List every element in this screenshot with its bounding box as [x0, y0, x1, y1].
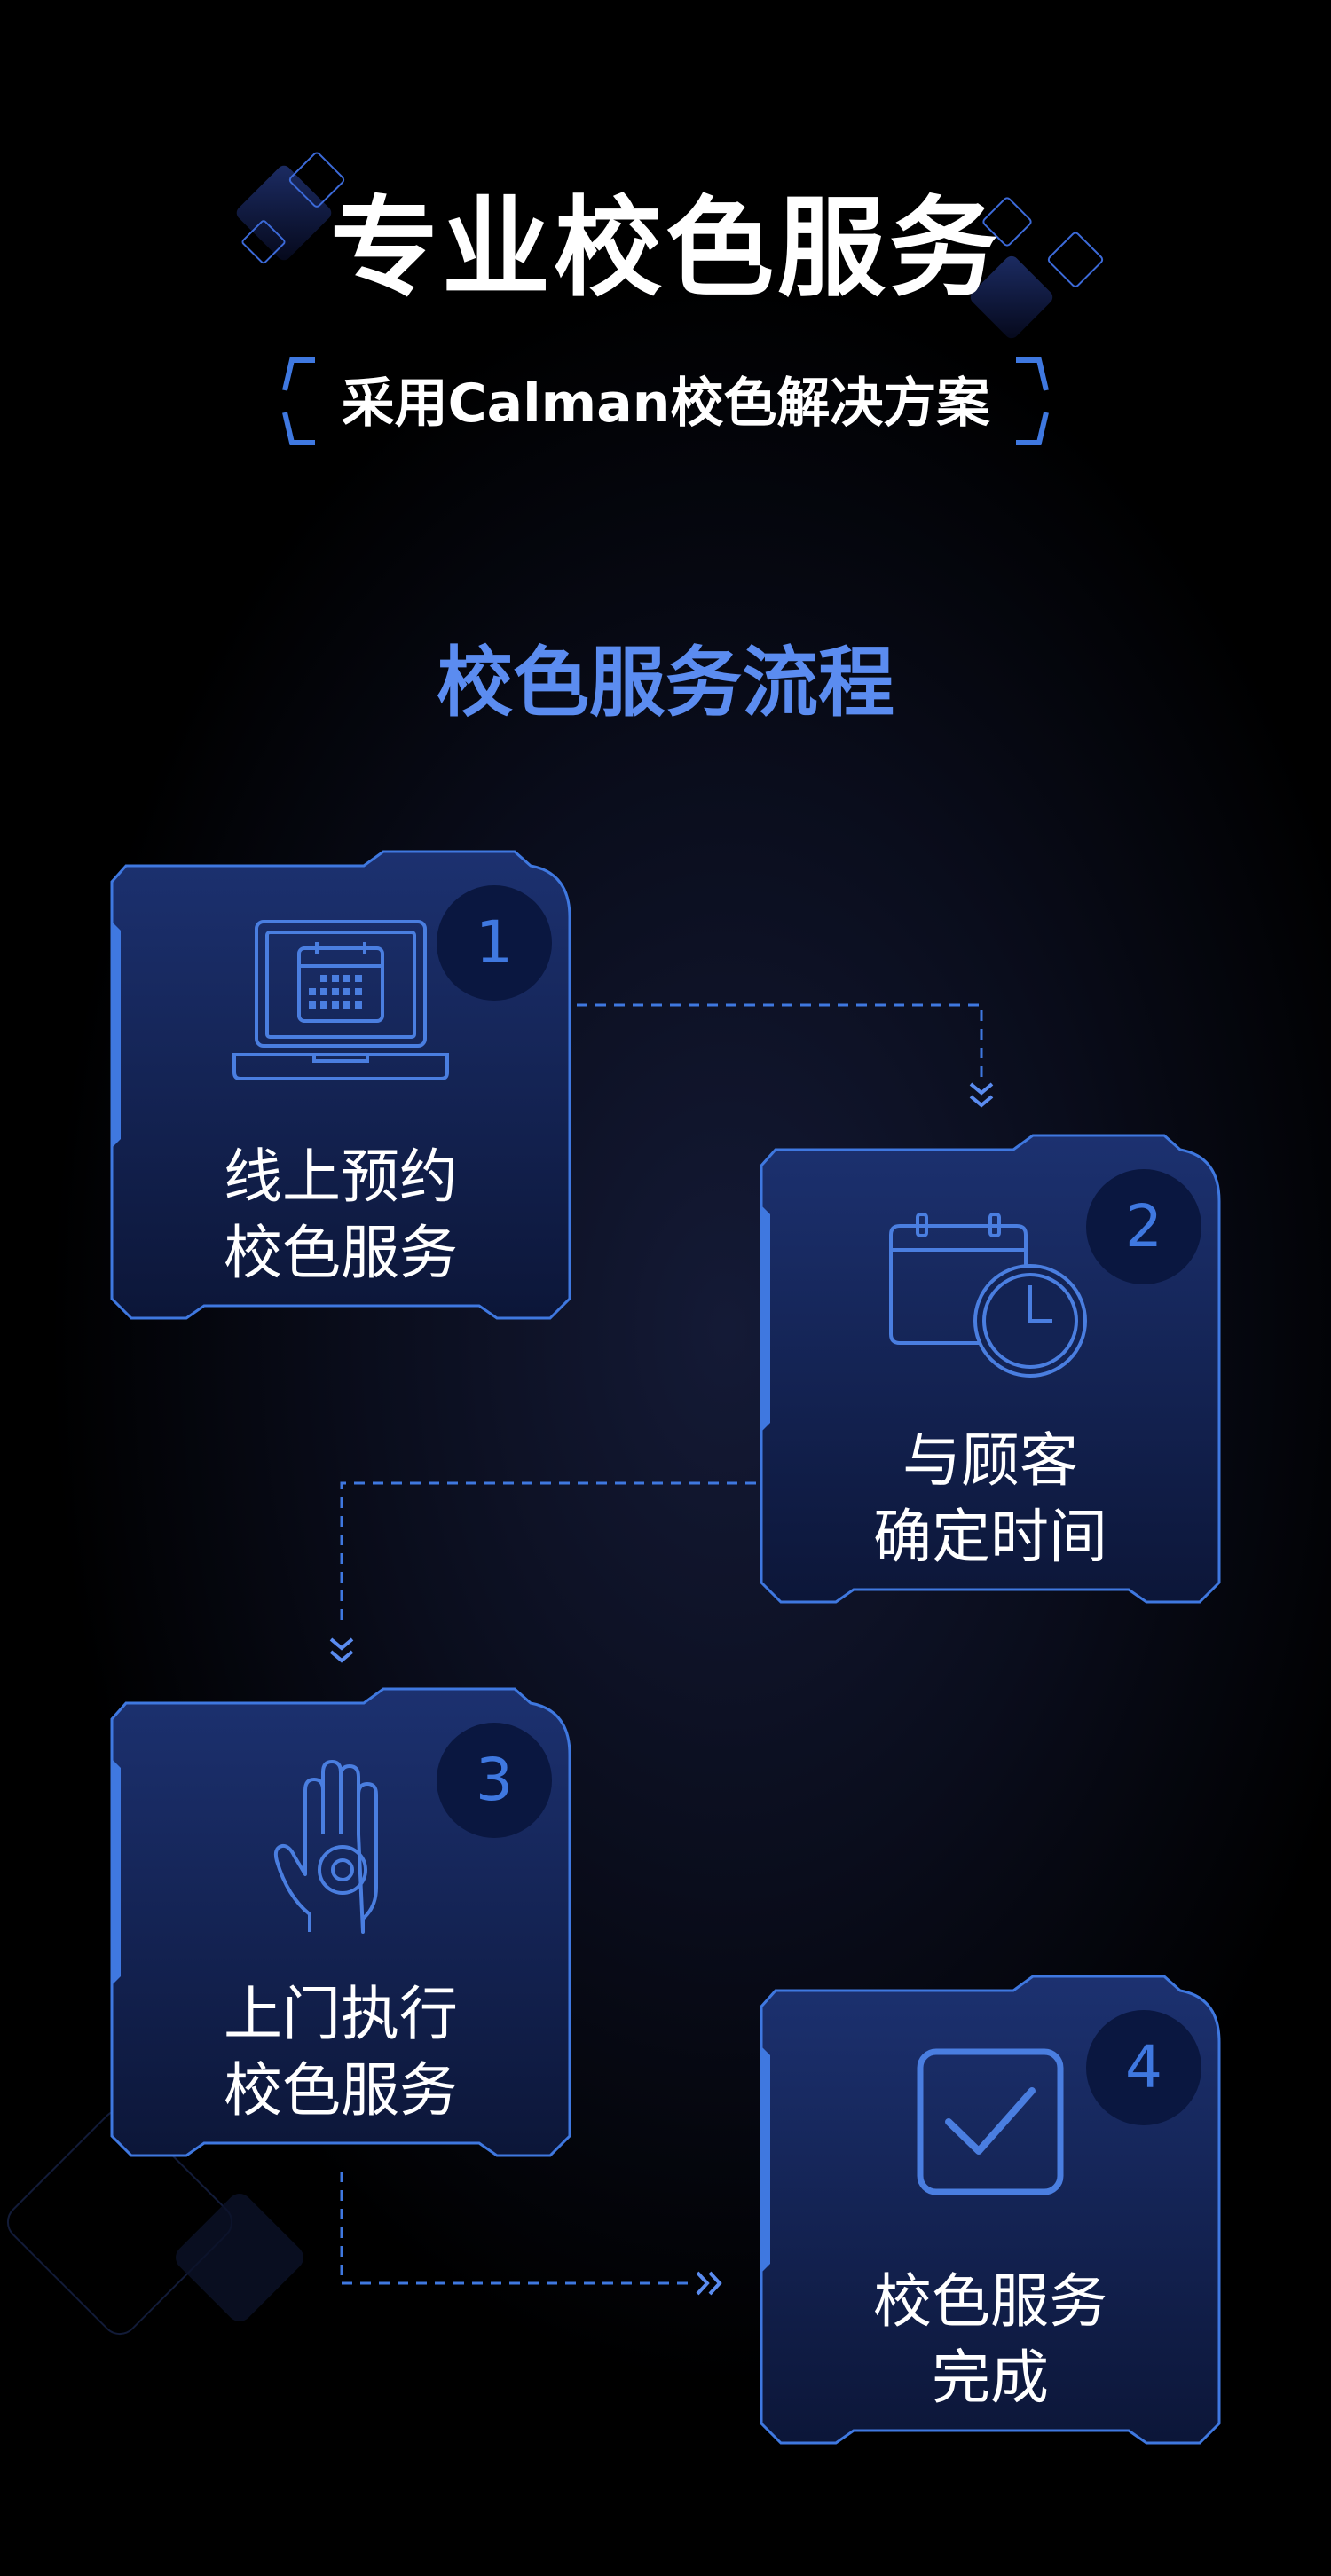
subtitle-brackets [282, 357, 1049, 445]
step-label: 与顾客确定时间 [756, 1423, 1225, 1575]
step-card-4: 4 校色服务完成 [756, 1971, 1225, 2452]
step-label-line2: 校色服务 [224, 2056, 458, 2124]
step-label-line2: 确定时间 [873, 1503, 1107, 1571]
page-title: 专业校色服务 [330, 185, 1001, 311]
step-number-badge: 4 [1086, 2010, 1201, 2125]
step-label: 上门执行校色服务 [106, 1976, 575, 2129]
step-label: 线上预约校色服务 [106, 1139, 575, 1292]
step-label-line2: 校色服务 [224, 1219, 458, 1287]
step-number-badge: 2 [1086, 1169, 1201, 1284]
calendar-clock-icon [889, 1213, 1087, 1378]
decorative-diamonds [236, 152, 1104, 339]
checkbox-icon [917, 2048, 1064, 2195]
step-label-line1: 校色服务 [873, 2267, 1107, 2336]
step-label-line1: 与顾客 [902, 1426, 1078, 1495]
step-number-badge: 3 [437, 1723, 552, 1838]
section-title: 校色服务流程 [437, 639, 894, 727]
laptop-calendar-icon [232, 920, 449, 1080]
step-label-line2: 完成 [932, 2344, 1049, 2412]
page-subtitle: 采用Calman校色解决方案 [341, 373, 990, 435]
step-card-3: 3 上门执行校色服务 [106, 1684, 575, 2164]
step-card-1: 1 线上预约校色服务 [106, 846, 575, 1327]
decorative-diamonds-bottom [6, 2109, 303, 2336]
hand-gear-icon [273, 1760, 378, 1934]
step-label: 校色服务完成 [756, 2264, 1225, 2416]
step-card-2: 2 与顾客确定时间 [756, 1130, 1225, 1611]
step-number-badge: 1 [437, 885, 552, 1001]
step-label-line1: 线上预约 [224, 1143, 458, 1211]
step-label-line1: 上门执行 [224, 1980, 458, 2048]
